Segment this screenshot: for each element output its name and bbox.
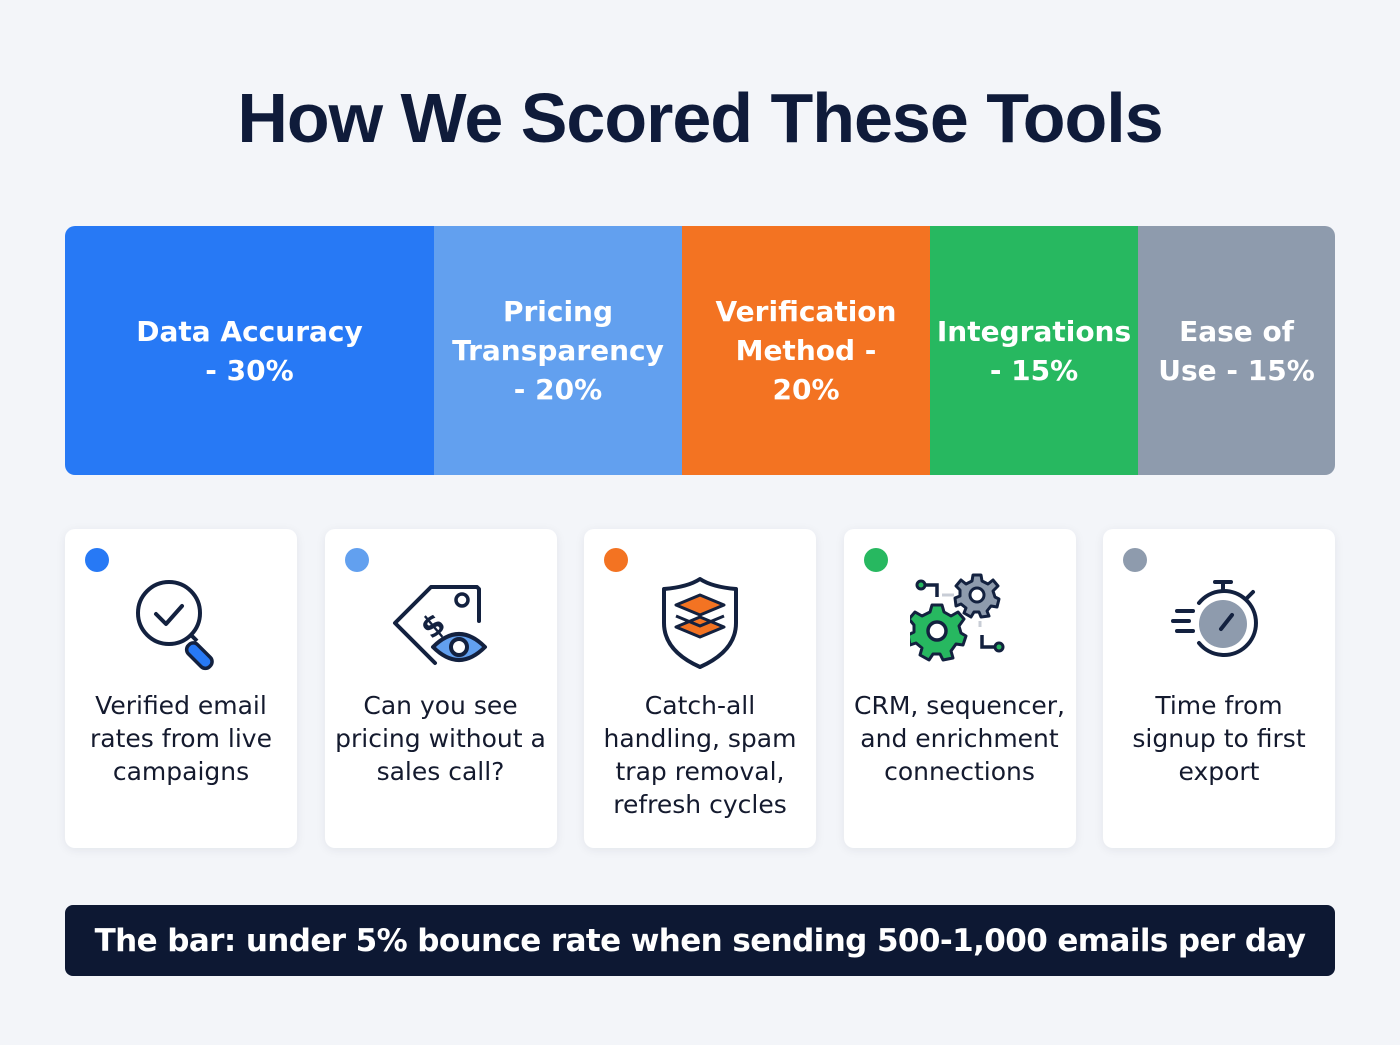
segment-label-line: Transparency xyxy=(452,334,664,367)
segment-label-line: - 20% xyxy=(513,373,603,406)
stopwatch-icon xyxy=(1169,573,1269,673)
card-description: Catch-all handling, spam trap removal, r… xyxy=(603,691,797,819)
card-pricing-transparency: $ Can you see pricing without a sales ca… xyxy=(324,529,557,848)
segment-label-line: Use - 15% xyxy=(1158,353,1315,387)
segment-integrations: Integrations - 15% xyxy=(930,226,1138,475)
card-description: CRM, sequencer, and enrichment connectio… xyxy=(854,691,1065,786)
card-description: Time from signup to first export xyxy=(1132,691,1306,786)
magnifier-check-icon xyxy=(131,573,231,673)
page-title: How We Scored These Tools xyxy=(237,79,1163,157)
card-description: Verified email rates from live campaigns xyxy=(90,691,272,786)
color-dot xyxy=(604,548,628,572)
segment-label-line: Integrations xyxy=(936,314,1132,348)
color-dot xyxy=(863,548,888,572)
color-dot xyxy=(1123,548,1147,572)
segment-label-line: Method - xyxy=(735,334,877,367)
segment-label-line: - 30% xyxy=(205,353,294,387)
gears-icon xyxy=(906,573,1010,673)
segment-label-line: Ease of xyxy=(1179,314,1294,348)
card-ease-of-use: Time from signup to first export xyxy=(1103,529,1335,848)
segment-ease-of-use: Ease of Use - 15% xyxy=(1138,226,1335,475)
shield-layers-icon xyxy=(650,573,750,673)
criteria-cards: Verified email rates from live campaigns… xyxy=(65,529,1335,848)
segment-label-line: 20% xyxy=(772,373,840,406)
card-verification-method: Catch-all handling, spam trap removal, r… xyxy=(584,529,816,848)
footer-text: The bar: under 5% bounce rate when sendi… xyxy=(94,922,1306,959)
color-dot xyxy=(85,548,109,572)
card-description: Can you see pricing without a sales call… xyxy=(335,691,546,786)
footer-banner: The bar: under 5% bounce rate when sendi… xyxy=(65,905,1335,976)
segment-label-line: - 15% xyxy=(989,353,1079,387)
segment-label-line: Data Accuracy xyxy=(136,314,363,348)
segment-label-line: Verification xyxy=(715,295,897,328)
price-tag-eye-icon: $ xyxy=(391,573,491,673)
segment-data-accuracy: Data Accuracy - 30% xyxy=(65,226,434,475)
color-dot xyxy=(344,548,369,572)
segment-label-line: Pricing xyxy=(502,295,614,328)
card-integrations: CRM, sequencer, and enrichment connectio… xyxy=(843,529,1076,848)
card-data-accuracy: Verified email rates from live campaigns xyxy=(65,529,297,848)
